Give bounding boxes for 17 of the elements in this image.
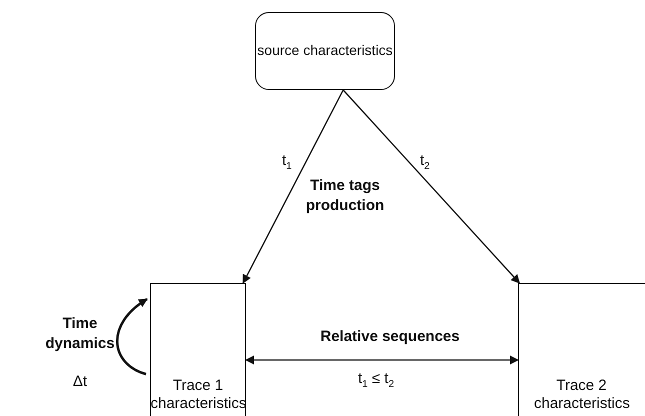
curved-arrow [116, 298, 148, 376]
process-box [150, 283, 246, 416]
arrow [342, 90, 520, 284]
arrow [242, 90, 344, 284]
annotation-text: Relative sequences [319, 327, 461, 346]
process-box [518, 283, 645, 416]
annotation-text: Δt [72, 372, 88, 392]
annotation-text: Time tags production [304, 176, 386, 215]
edge-label: t$_{1}$ [282, 152, 292, 172]
node-text: Trace 2 characteristics [534, 376, 629, 414]
edge-label: t$_{2}$ [420, 152, 430, 172]
annotation-text: Time dynamics [44, 314, 116, 353]
edge-label: t$_{1}$ ≤ t$_{2}$ [358, 370, 394, 390]
node-text: source characteristics [257, 42, 393, 60]
arrow [245, 356, 519, 364]
node-text: Trace 1 characteristics [150, 376, 246, 414]
rounded-box [255, 12, 395, 90]
